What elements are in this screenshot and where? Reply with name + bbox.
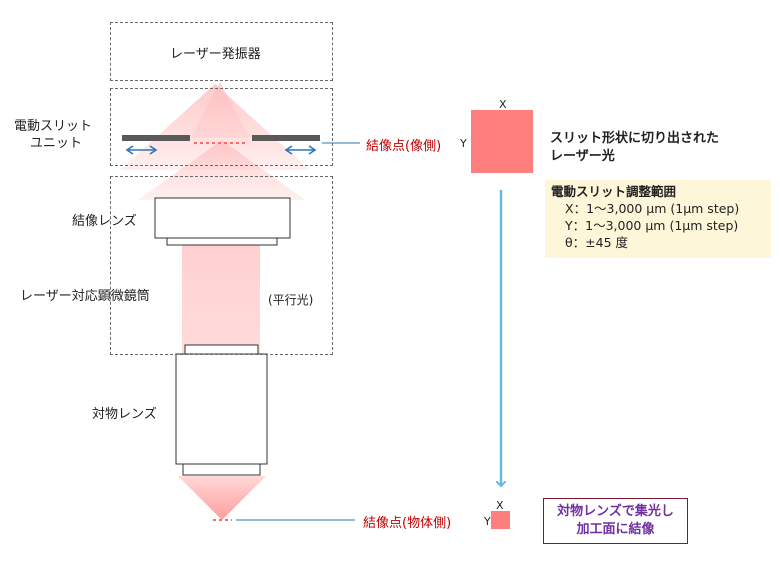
slit-right-move-arrow xyxy=(284,145,317,155)
axis-x-bottom: X xyxy=(496,499,504,512)
laser-beam-focus-cone xyxy=(178,476,266,520)
adjust-range-x: X：1～3,000 µm (1µm step) xyxy=(565,201,740,216)
adjust-range-theta: θ：±45 度 xyxy=(565,235,629,250)
imaging-lens-label: 結像レンズ xyxy=(72,214,137,229)
objective-lens-body xyxy=(175,353,268,465)
microscope-label: レーザー対応顕微鏡筒 xyxy=(20,289,150,304)
slit-left-move-arrow xyxy=(125,145,158,155)
slit-unit-label-2: ユニット xyxy=(30,136,83,151)
microscope-box xyxy=(110,176,333,355)
adjust-range-title: 電動スリット調整範囲 xyxy=(551,184,677,199)
focus-note-line-2: 加工面に結像 xyxy=(576,522,655,537)
focus-note-line-1: 対物レンズで集光し xyxy=(557,504,674,519)
slit-shape-text-1: スリット形状に切り出された xyxy=(550,131,720,146)
slit-shape-square-large xyxy=(471,110,533,173)
laser-beam-parallel xyxy=(182,243,260,358)
slit-shape-square-small xyxy=(491,511,510,529)
axis-y-top: Y xyxy=(460,137,467,150)
slit-unit-label-1: 電動スリット xyxy=(14,119,93,134)
image-point-object-side-label: 結像点(物体側) xyxy=(363,516,452,531)
focus-note-box: 対物レンズで集光し 加工面に結像 xyxy=(543,498,688,544)
slit-shape-text-2: レーザー光 xyxy=(550,149,615,164)
imaging-lens-body xyxy=(154,197,291,239)
slit-unit-box xyxy=(110,88,333,166)
slit-plate-left xyxy=(122,135,190,141)
axis-x-top: X xyxy=(499,98,507,111)
laser-oscillator-box xyxy=(110,22,333,81)
laser-oscillator-label: レーザー発振器 xyxy=(170,47,261,62)
laser-beam-upper-cone xyxy=(120,84,310,170)
imaging-lens-base xyxy=(166,237,278,246)
slit-plate-right xyxy=(252,135,320,141)
objective-lens-label: 対物レンズ xyxy=(92,407,157,422)
axis-y-bottom: Y xyxy=(484,515,491,528)
adjust-range-box: 電動スリット調整範囲 X：1～3,000 µm (1µm step) Y：1～3… xyxy=(545,180,771,258)
objective-lens-tip xyxy=(182,463,261,476)
laser-beam-fan xyxy=(138,140,305,200)
image-point-image-side-label: 結像点(像側) xyxy=(366,139,442,154)
adjust-range-y: Y：1～3,000 µm (1µm step) xyxy=(565,218,739,233)
parallel-light-label: (平行光) xyxy=(268,293,314,307)
